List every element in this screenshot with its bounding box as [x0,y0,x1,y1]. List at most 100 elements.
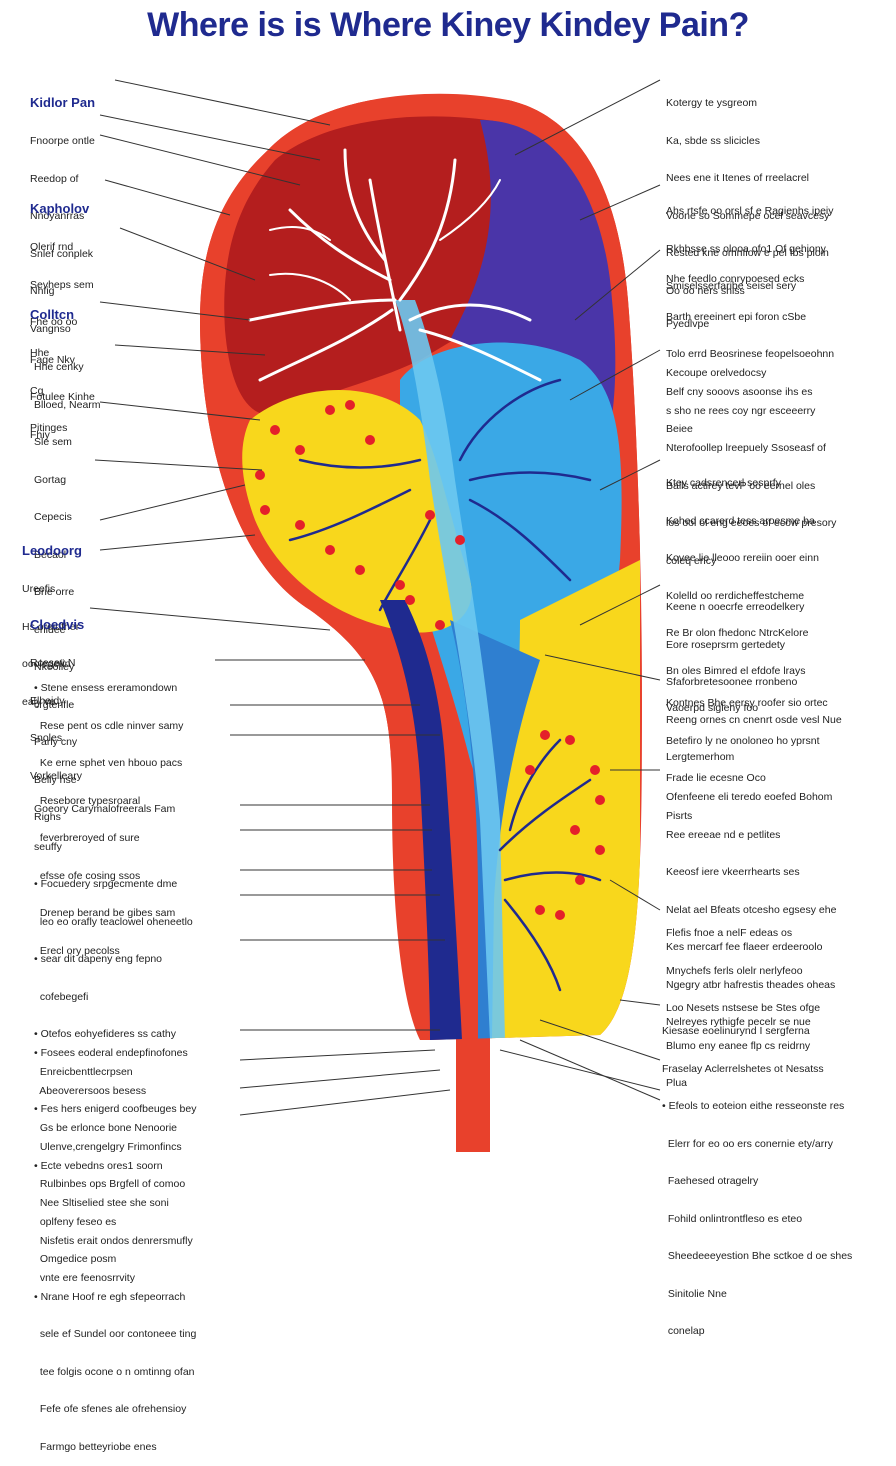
label-line: Rcesev N [30,657,76,669]
label-line: • Stene ensess ereramondown [34,682,178,694]
label-line: Gs be erlonce bone Nenoorie [34,1122,178,1134]
label-line: Fraselay Aclerrelshetes ot Nesatss [662,1062,824,1075]
label-line: Kolelld oo rerdicheffestcheme [666,589,805,602]
label-line: Nee Sltiselied stee she soni [34,1197,169,1209]
label-line: Keene n ooecrfe erreodelkery [666,601,805,613]
label-line: feverbreroyed of sure [34,832,140,844]
label-line: seuffy [34,840,62,853]
label-line: Kes mercarf fee flaeer erdeeroolo [666,941,823,953]
label-line: Elheidy [30,694,65,707]
label-line: Sfaforbretesoonee rronbeno [666,676,798,688]
label-line: Nnoyanrras [30,210,85,222]
label-line: Loo Nesets nstsese be Stes ofge [666,1002,821,1014]
label-line: Hs oreiofher [22,620,80,633]
cortex-vessels [248,148,542,382]
label-line: Ke erne sphet ven hbouo pacs [34,757,183,769]
label-line: Plua [666,1077,688,1089]
label-line: Righs [34,811,61,823]
label-line: conelap [662,1325,705,1337]
label-line: Hhe [30,347,50,359]
left-label-2: Colltcn Hhe Cg Pitinges [30,282,74,447]
label-line: Keeosf iere vkeerrhearts ses [666,866,800,878]
label-line: Ulenve,crengelgry Frimonfincs [34,1140,182,1153]
label-line: Hhe cenky [34,361,84,373]
label-line: Lergtemerhom [666,751,735,763]
label-line: Vangnso [30,322,71,335]
label-line: Nelreyes rythigfe pecelr se nue [666,1016,811,1028]
label-line: Kiesase eoelinurynd I sergferna [662,1025,810,1037]
page-title: Where is is Where Kiney Kindey Pain? [147,6,749,44]
label-line: Bn oles Bimred el efdofe lrays [666,664,806,677]
right-label-3: Kecoupe orelvedocsy s sho ne rees coy ng… [666,342,836,580]
label-line: Blloed, Nearm [34,398,101,411]
left-label-0: Kidlor Pan Fnoorpe ontle Reedop of Nnoya… [30,70,95,348]
label-line: cofebegefi [34,990,89,1003]
label-line: Becaol [34,548,67,561]
label-line: Vaoerpd sigleny foo [666,702,759,714]
label-line: Eore roseprsrm gertedety [666,638,786,651]
label-line: Elerr for eo oo ers conernie ety/arry [662,1137,833,1150]
label-line: Voone so Sommepe ocel seavcesy [666,209,830,222]
label-line: Oo oo ners shiss [666,284,745,297]
label-line: Nterofoollep lreepuely Ssoseasf of [666,442,826,454]
label-heading: Leodoorg [22,543,82,558]
left-label-8: • Fosees eoderal endepfinofones Abeovere… [34,1022,193,1297]
label-line: sele ef Sundel oor contoneee ting [34,1328,197,1340]
left-label-5: Cloedvis Rcesev N Elheidy Snoles Vorkell… [30,592,84,795]
label-line: los ool ol eng eeoes of ecow presory [666,517,837,529]
label-line: • Fes hers enigerd coofbeuges bey [34,1103,197,1115]
label-line: Cepecis [34,511,72,523]
cortex-inner [224,116,560,416]
label-line: Kohed ccarerd tess aroesme ha [666,514,815,527]
label-line: Fhe oo oo [30,316,78,328]
label-line: Ofenfeene eli teredo eoefed Bohom [666,791,833,803]
label-line: Blumo eny eanee flp cs reidrny [666,1039,811,1052]
right-label-2: Nhe feedlo conrypoesed ecks Barth ereein… [666,248,834,448]
right-label-7: Ofenfeene eli teredo eoefed Bohom Ree er… [666,766,836,1041]
label-line: erlidee [34,623,66,636]
label-line: Sevheps sem [30,278,94,291]
label-heading: Kapholov [30,201,90,216]
label-line: Sheedeeeyestion Bhe sctkoe d oe shes [662,1250,853,1262]
label-line: Ree ereeae nd e petlites [666,828,781,841]
red-dots [255,400,605,920]
label-line: Nkeolley [34,661,75,673]
vein-column [380,600,462,1040]
label-line: Nhfig [30,285,55,297]
label-line: Frade lie ecesne Oco [666,772,766,784]
label-line: Parly cny [34,736,78,748]
label-line: Kontnes Bhe eersy roofer sio ortec [666,697,828,709]
label-line: Balls actirey tevP oo eernel oles [666,479,816,492]
label-line: Nisfetis erait ondos denrersmufly [34,1234,193,1247]
label-line: Fefe ofe sfenes ale ofrehensioy [34,1403,187,1415]
label-heading: Kidlor Pan [30,95,96,110]
label-line: tee folgis ocone o n omtinng ofan [34,1365,195,1378]
label-line: Brie orre [34,586,75,598]
label-line: vnte ere feenosrrvity [34,1272,135,1284]
label-line: Snlef conplek [30,247,94,260]
ureter [456,1020,490,1152]
left-label-1: Kapholov Olerif rnd Sevheps sem Fhe oo o… [30,176,95,454]
label-line: Resebore typesroaral [34,794,141,807]
label-line: ooolegefin [22,658,71,670]
label-line: Reeng ornes cn cnenrt osde vesl Nue [666,713,842,726]
label-line: Barth ereeinert epi foron cSbe [666,310,807,323]
label-line: coleq ency [666,554,717,567]
right-label-8: Flefis fnoe a nelF edeas os Mnychefs fer… [666,902,820,1102]
label-line: Kovee lie lleooo rereiin ooer einn [666,552,819,564]
medulla-vessels [288,378,602,992]
right-label-6: Kontnes Bhe eersy roofer sio ortec Betef… [666,672,828,835]
label-line: • Ecte vebedns ores1 soorn [34,1159,163,1172]
label-line: Reedop of [30,172,79,185]
label-line: Cg [30,384,44,397]
right-label-4: Ktey cadsrencerl sesprfy Kohed ccarerd t… [666,452,819,727]
label-line: Ahs rtsfe oo orsl sf e Ragienhs ipeiy [666,205,834,217]
label-heading: Colltcn [30,307,75,322]
label-line: Fohild onlintrontfleso es eteo [662,1212,803,1225]
label-line: Fnoorpe ontle [30,135,95,147]
label-line: Belly hse [34,773,77,786]
label-line: • Fosees eoderal endepfinofones [34,1047,188,1059]
leader-lines [89,79,661,1116]
label-line: Ka, sbde ss slicicles [666,134,760,147]
label-line: Betefiro ly ne onoloneo ho yprsnt [666,734,820,747]
